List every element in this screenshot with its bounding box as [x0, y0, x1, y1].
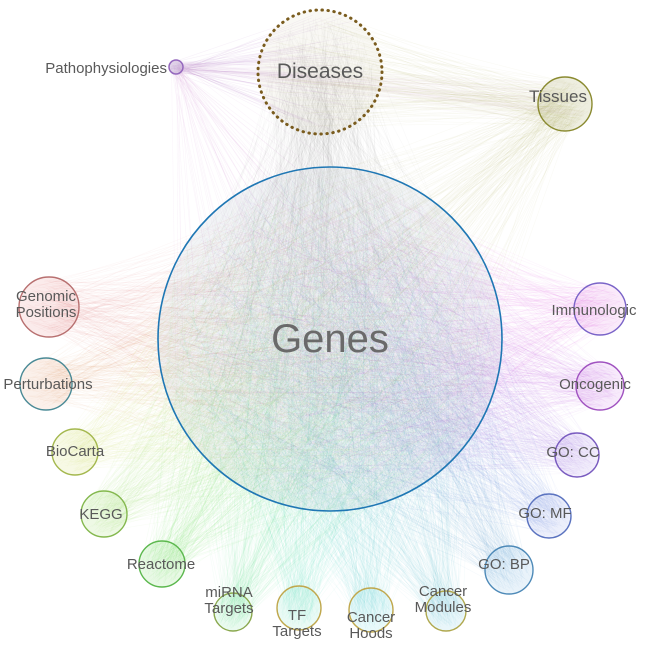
- node-tissues[interactable]: [537, 76, 593, 132]
- node-pathophysiologies[interactable]: [168, 59, 184, 75]
- edge-bundle-genes-genomic_positions: [22, 174, 488, 506]
- node-label-perturbations: Perturbations: [3, 376, 92, 393]
- node-label-immunologic: Immunologic: [551, 302, 637, 319]
- node-perturbations[interactable]: [19, 357, 73, 411]
- node-genes[interactable]: [157, 166, 503, 512]
- edge-bundle-genes-oncogenic: [165, 176, 622, 505]
- edge-bundle-genes-go_cc: [164, 175, 596, 500]
- node-cancer_modules[interactable]: [425, 590, 467, 632]
- node-diseases[interactable]: [256, 8, 384, 136]
- node-go_mf[interactable]: [526, 493, 572, 539]
- node-oncogenic[interactable]: [575, 361, 625, 411]
- edge-bundle-genes-kegg: [83, 176, 492, 534]
- node-label-tissues: Tissues: [529, 87, 587, 106]
- edge-bundle-genes-reactome: [141, 172, 486, 585]
- edge-bundle-diseases-tissues: [264, 16, 589, 132]
- node-layer: [18, 8, 627, 633]
- edge-bundle-genes-pathophysiologies: [169, 61, 486, 480]
- label-layer: Genes Diseases PathophysiologiesTissuesGen…: [3, 60, 637, 642]
- edge-bundle-genes-go_bp: [167, 179, 531, 592]
- node-label-go_bp: GO: BP: [478, 556, 530, 573]
- node-mirna_targets[interactable]: [213, 592, 253, 632]
- node-kegg[interactable]: [80, 490, 128, 538]
- edge-bundle-genes-cancer_modules: [167, 178, 495, 628]
- edge-bundle-genes-tissues: [167, 80, 589, 499]
- node-label-genes: Genes: [271, 317, 389, 361]
- node-label-go_cc: GO: CC: [546, 444, 600, 461]
- edge-layer: [22, 14, 624, 630]
- node-tf_targets[interactable]: [276, 585, 322, 631]
- node-reactome[interactable]: [138, 540, 186, 588]
- node-label-reactome: Reactome: [127, 556, 195, 573]
- node-genomic_positions[interactable]: [18, 276, 80, 338]
- node-label-go_mf: GO: MF: [518, 505, 571, 522]
- edge-bundle-genes-go_mf: [172, 182, 569, 535]
- node-label-kegg: KEGG: [79, 506, 122, 523]
- edge-bundle-genes-diseases: [161, 17, 496, 504]
- edge-bundle-genes-cancer_hoods: [165, 174, 492, 630]
- node-go_bp[interactable]: [484, 545, 534, 595]
- edge-bundle-genes-biocarta: [56, 179, 497, 500]
- edge-bundle-genes-mirna_targets: [168, 175, 489, 629]
- node-label-diseases: Diseases: [277, 60, 363, 83]
- node-label-oncogenic: Oncogenic: [559, 376, 631, 393]
- node-biocarta[interactable]: [51, 428, 99, 476]
- node-go_cc[interactable]: [554, 432, 600, 478]
- node-immunologic[interactable]: [573, 282, 627, 336]
- node-label-biocarta: BioCarta: [46, 443, 105, 460]
- edge-bundle-diseases-pathophysiologies: [169, 14, 372, 132]
- edge-bundle-genes-perturbations: [22, 174, 498, 493]
- node-cancer_hoods[interactable]: [348, 587, 394, 633]
- node-label-pathophysiologies: Pathophysiologies: [45, 60, 167, 77]
